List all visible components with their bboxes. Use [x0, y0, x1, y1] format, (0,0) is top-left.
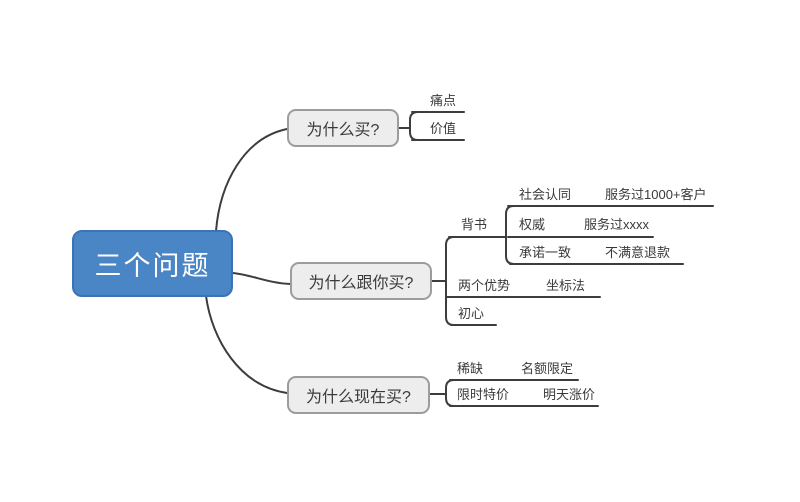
subtopic-price-rise-tomorrow[interactable]: 明天涨价: [543, 387, 596, 402]
subtopic-original-intention[interactable]: 初心: [458, 306, 485, 321]
subtopic-pain-point[interactable]: 痛点: [430, 93, 457, 108]
subtopic-limited-time-offer[interactable]: 限时特价: [457, 387, 510, 402]
subtopic-two-advantages[interactable]: 两个优势: [458, 278, 511, 293]
subtopic-endorsement[interactable]: 背书: [461, 217, 488, 232]
subtopic-served-1000-clients[interactable]: 服务过1000+客户: [605, 187, 707, 202]
connector-endorsement-bracket: [505, 205, 515, 265]
subtopic-social-proof[interactable]: 社会认同: [519, 187, 572, 202]
subtopic-authority[interactable]: 权威: [519, 217, 546, 232]
connector-root-branch2: [232, 272, 291, 285]
connector-branch1-bracket: [409, 111, 419, 141]
connector-root-branch1: [215, 128, 288, 232]
subtopic-refund-if-unsatisfied[interactable]: 不满意退款: [605, 245, 671, 260]
subtopic-scarcity[interactable]: 稀缺: [457, 361, 484, 376]
branch-topic-why-buy-now[interactable]: 为什么现在买?: [287, 376, 430, 414]
branch-topic-why-buy[interactable]: 为什么买?: [287, 109, 399, 147]
subtopic-consistent-commitment[interactable]: 承诺一致: [519, 245, 572, 260]
connector-root-branch3: [205, 295, 288, 394]
root-topic[interactable]: 三个问题: [72, 230, 233, 297]
subtopic-value[interactable]: 价值: [430, 121, 457, 136]
branch-topic-why-buy-from-you[interactable]: 为什么跟你买?: [290, 262, 432, 300]
connector-branch2-bracket: [445, 236, 455, 326]
subtopic-limited-quota[interactable]: 名额限定: [521, 361, 574, 376]
subtopic-coordinate-method[interactable]: 坐标法: [546, 278, 586, 293]
subtopic-served-xxxx[interactable]: 服务过xxxx: [584, 217, 650, 232]
connector-branch3-bracket: [445, 379, 455, 407]
